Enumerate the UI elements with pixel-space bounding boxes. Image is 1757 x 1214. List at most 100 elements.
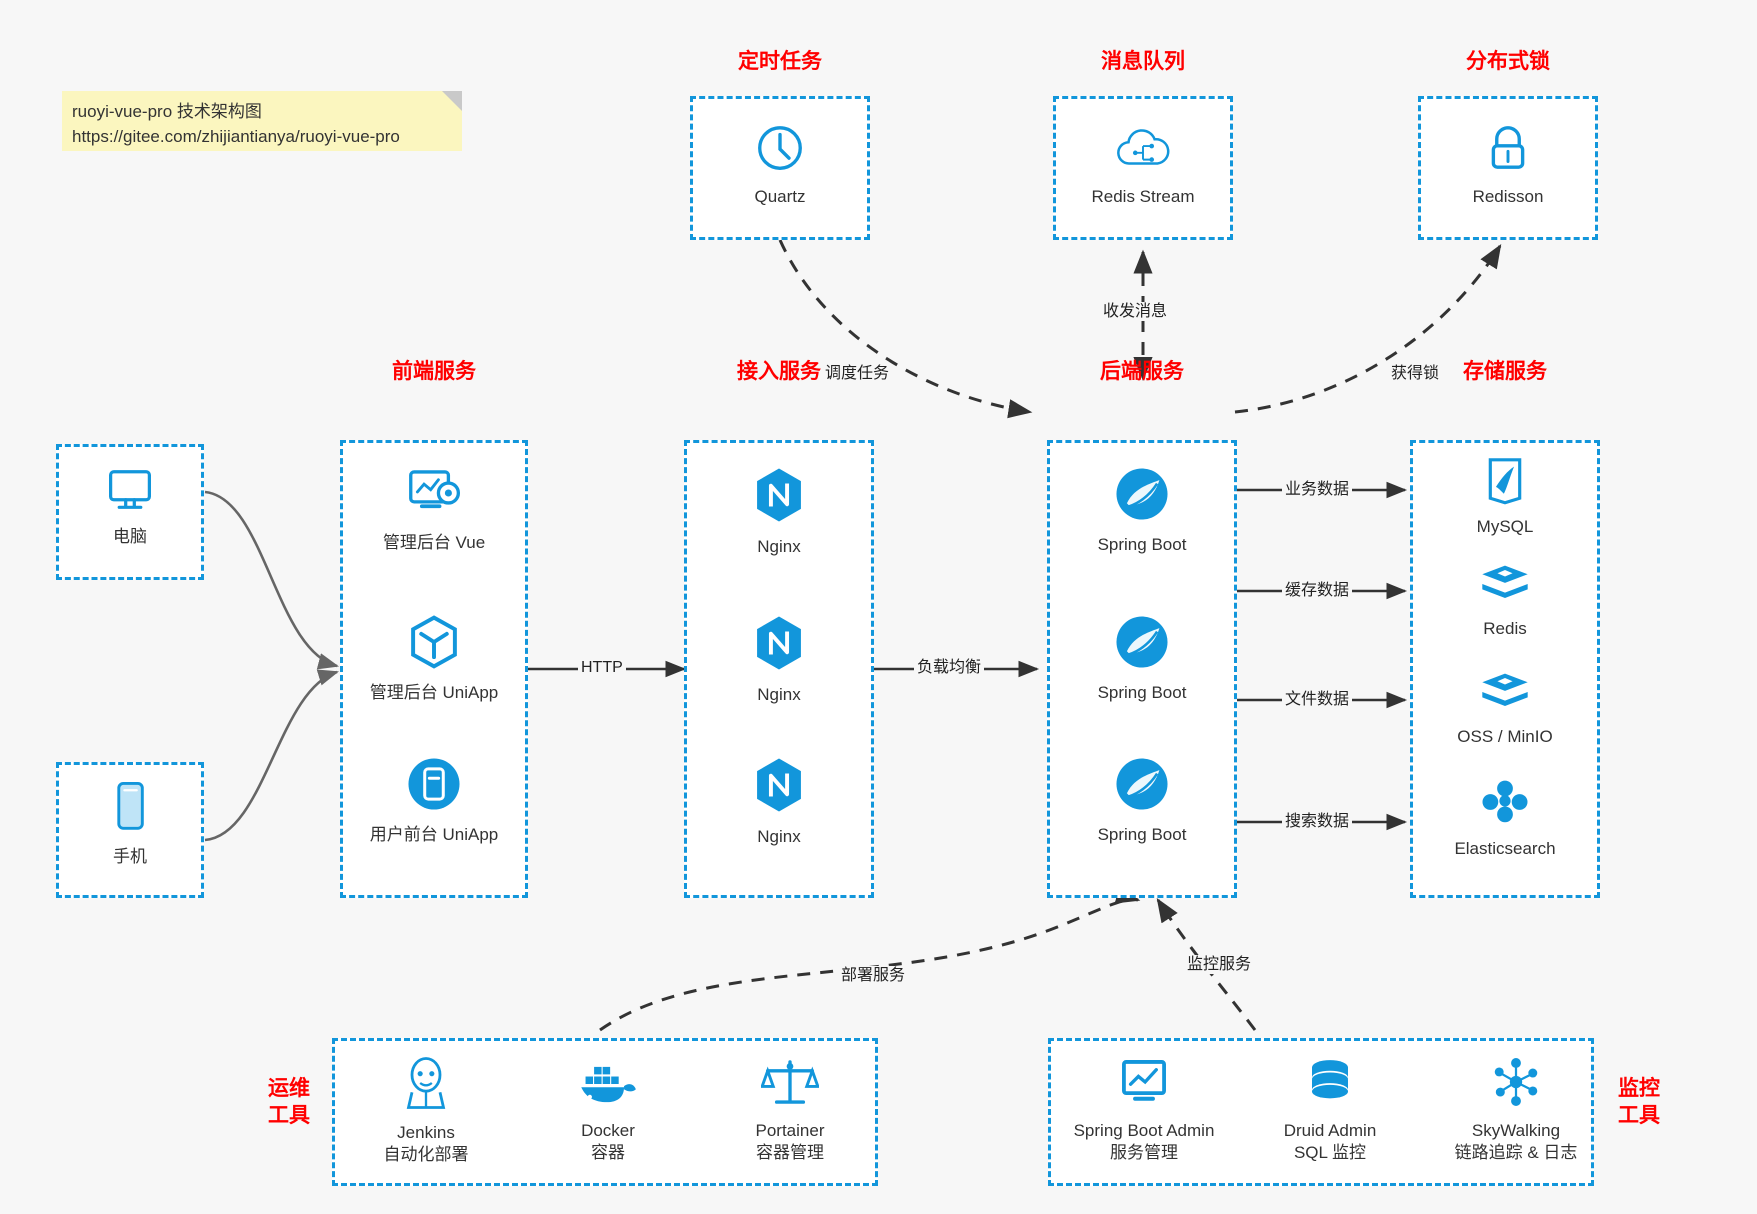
node-nginx-3[interactable]: Nginx (687, 755, 871, 848)
note-title: ruoyi-vue-pro 技术架构图 (72, 102, 262, 121)
edge-label-schedule-task: 调度任务 (822, 364, 893, 383)
node-redisson[interactable]: Redisson (1421, 121, 1595, 208)
node-label: Redis Stream (1091, 187, 1195, 206)
spring-leaf-icon (1113, 465, 1171, 528)
jenkins-butler-icon (399, 1055, 453, 1116)
edge-label-business-data: 业务数据 (1282, 480, 1353, 499)
sticky-note: ruoyi-vue-pro 技术架构图 https://gitee.com/zh… (62, 91, 462, 151)
group-title-devops: 运维 工具 (258, 1075, 320, 1129)
desktop-icon (102, 463, 158, 520)
node-skywalking[interactable]: SkyWalking 链路追踪 & 日志 (1423, 1055, 1609, 1164)
wire-backend-to-lock (1234, 243, 1502, 414)
nginx-icon (751, 755, 807, 820)
node-spring-boot-1[interactable]: Spring Boot (1050, 465, 1234, 556)
node-redis-stream[interactable]: Redis Stream (1056, 121, 1230, 208)
group-frontend: 管理后台 Vue 管理后台 UniApp 用户前台 UniApp (340, 440, 528, 898)
group-title-devops-line1: 运维 (268, 1077, 310, 1100)
edge-label-deploy-service: 部署服务 (838, 966, 909, 985)
edge-label-http: HTTP (578, 658, 626, 677)
node-docker[interactable]: Docker 容器 (517, 1059, 699, 1164)
group-title-gateway: 接入服务 (737, 360, 821, 383)
cube-icon (405, 613, 463, 676)
wire-desktop-to-frontend (204, 490, 340, 670)
monitor-chart-icon (1115, 1055, 1173, 1114)
node-admin-uniapp[interactable]: 管理后台 UniApp (343, 613, 525, 704)
node-label: 管理后台 Vue (382, 533, 486, 552)
node-elasticsearch[interactable]: Elasticsearch (1413, 777, 1597, 860)
group-title-mq: 消息队列 (1101, 50, 1185, 73)
node-label: Redis (1483, 619, 1527, 638)
wire-devops-to-backend (599, 885, 1141, 1032)
node-druid-admin[interactable]: Druid Admin SQL 监控 (1237, 1055, 1423, 1164)
elasticsearch-icon (1478, 777, 1532, 832)
nginx-icon (751, 613, 807, 678)
database-icon (1304, 1055, 1356, 1114)
node-label: 用户前台 UniApp (369, 825, 499, 844)
padlock-icon (1483, 121, 1533, 180)
node-label: MySQL (1476, 517, 1534, 536)
node-portainer[interactable]: Portainer 容器管理 (699, 1055, 881, 1164)
node-label: Portainer (755, 1121, 825, 1140)
group-devops: Jenkins 自动化部署 Docker 容器 (332, 1038, 878, 1186)
node-label: SkyWalking (1471, 1121, 1561, 1140)
node-label: Redisson (1472, 187, 1544, 206)
node-label: Nginx (757, 537, 801, 556)
node-sublabel: 自动化部署 (383, 1145, 469, 1164)
node-label: Docker (581, 1121, 635, 1140)
node-label: 管理后台 UniApp (369, 683, 499, 702)
node-spring-boot-3[interactable]: Spring Boot (1050, 755, 1234, 846)
node-user-uniapp[interactable]: 用户前台 UniApp (343, 755, 525, 846)
group-title-monitor-line1: 监控 (1618, 1077, 1660, 1100)
node-spring-boot-admin[interactable]: Spring Boot Admin 服务管理 (1051, 1055, 1237, 1164)
edge-label-acquire-lock: 获得锁 (1388, 364, 1443, 383)
redis-stack-icon (1478, 561, 1532, 612)
group-gateway: Nginx Nginx Nginx (684, 440, 874, 898)
object-storage-icon (1478, 669, 1532, 720)
node-mobile[interactable]: 手机 (59, 779, 201, 868)
node-label: Nginx (757, 827, 801, 846)
group-title-devops-line2: 工具 (268, 1104, 310, 1127)
group-device-desktop: 电脑 (56, 444, 204, 580)
note-fold-corner (442, 91, 462, 111)
group-title-lock: 分布式锁 (1466, 50, 1550, 73)
group-title-scheduler: 定时任务 (738, 50, 822, 73)
node-mysql[interactable]: MySQL (1413, 453, 1597, 538)
node-label: Spring Boot (1097, 825, 1187, 844)
group-lock: Redisson (1418, 96, 1598, 240)
node-admin-vue[interactable]: 管理后台 Vue (343, 465, 525, 554)
node-desktop[interactable]: 电脑 (59, 463, 201, 548)
node-nginx-2[interactable]: Nginx (687, 613, 871, 706)
note-url: https://gitee.com/zhijiantianya/ruoyi-vu… (72, 127, 400, 146)
node-label: Elasticsearch (1454, 839, 1556, 858)
mobile-icon (108, 779, 152, 840)
node-nginx-1[interactable]: Nginx (687, 465, 871, 558)
node-quartz[interactable]: Quartz (693, 121, 867, 208)
node-label: Spring Boot (1097, 535, 1187, 554)
edge-label-cache-data: 缓存数据 (1282, 581, 1353, 600)
group-mq: Redis Stream (1053, 96, 1233, 240)
node-label: Spring Boot Admin (1073, 1121, 1215, 1140)
group-title-backend: 后端服务 (1100, 360, 1184, 383)
edge-label-search-data: 搜索数据 (1282, 812, 1353, 831)
app-square-icon (405, 755, 463, 818)
node-jenkins[interactable]: Jenkins 自动化部署 (335, 1055, 517, 1166)
node-label: 手机 (113, 847, 147, 866)
node-label: 电脑 (113, 527, 147, 546)
cloud-stream-icon (1114, 121, 1172, 180)
group-backend: Spring Boot Spring Boot Spring Boot (1047, 440, 1237, 898)
edge-label-mq: 收发消息 (1100, 302, 1171, 321)
group-title-monitor: 监控 工具 (1608, 1075, 1670, 1129)
node-spring-boot-2[interactable]: Spring Boot (1050, 613, 1234, 704)
group-device-mobile: 手机 (56, 762, 204, 898)
group-title-frontend: 前端服务 (392, 360, 476, 383)
wire-mobile-to-frontend (204, 669, 339, 842)
edge-label-load-balance: 负载均衡 (914, 658, 985, 677)
group-storage: MySQL Redis OSS / MinIO (1410, 440, 1600, 898)
edge-label-monitor-service: 监控服务 (1184, 955, 1255, 974)
dashboard-gear-icon (403, 465, 465, 526)
node-sublabel: 服务管理 (1110, 1143, 1178, 1162)
node-oss-minio[interactable]: OSS / MinIO (1413, 669, 1597, 748)
node-redis[interactable]: Redis (1413, 561, 1597, 640)
spring-leaf-icon (1113, 755, 1171, 818)
wire-quartz-to-backend (778, 239, 1033, 419)
